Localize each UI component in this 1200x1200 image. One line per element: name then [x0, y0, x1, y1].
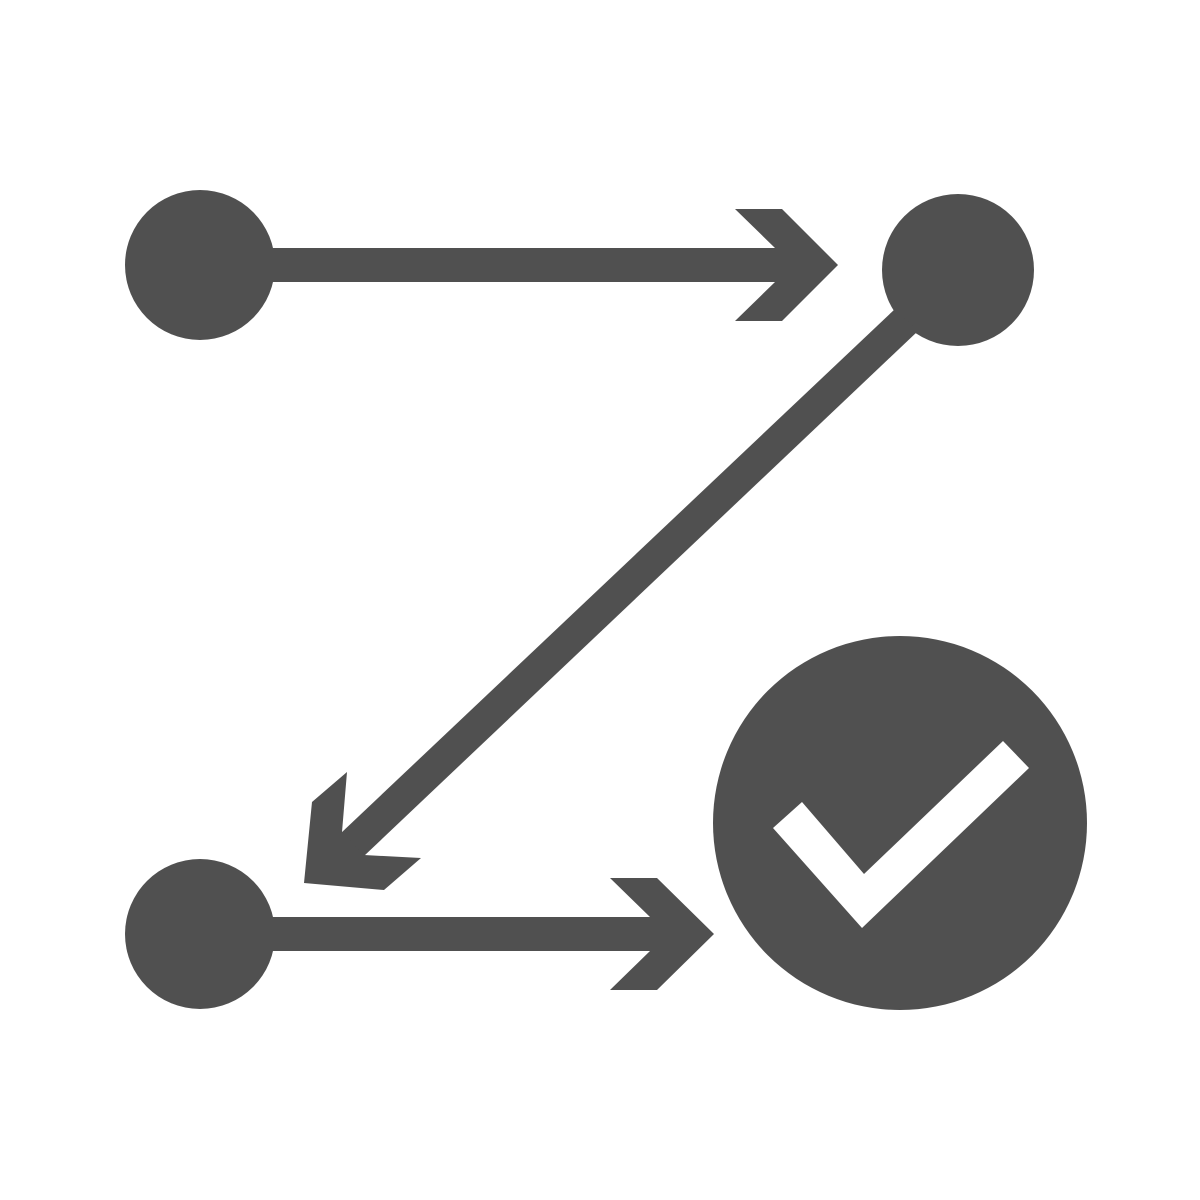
bottom-arrowhead-icon	[610, 878, 714, 990]
completion-badge	[713, 636, 1087, 1010]
checkmark-icon	[773, 741, 1029, 928]
top-right-node-dot	[882, 194, 1034, 346]
top-connector-line	[200, 248, 775, 282]
diagonal-connector-line	[341, 309, 918, 856]
top-arrowhead-icon	[735, 209, 838, 321]
bottom-connector-line	[200, 917, 655, 951]
diagonal-arrowhead-icon	[304, 772, 421, 890]
icon-group	[125, 190, 1087, 1010]
